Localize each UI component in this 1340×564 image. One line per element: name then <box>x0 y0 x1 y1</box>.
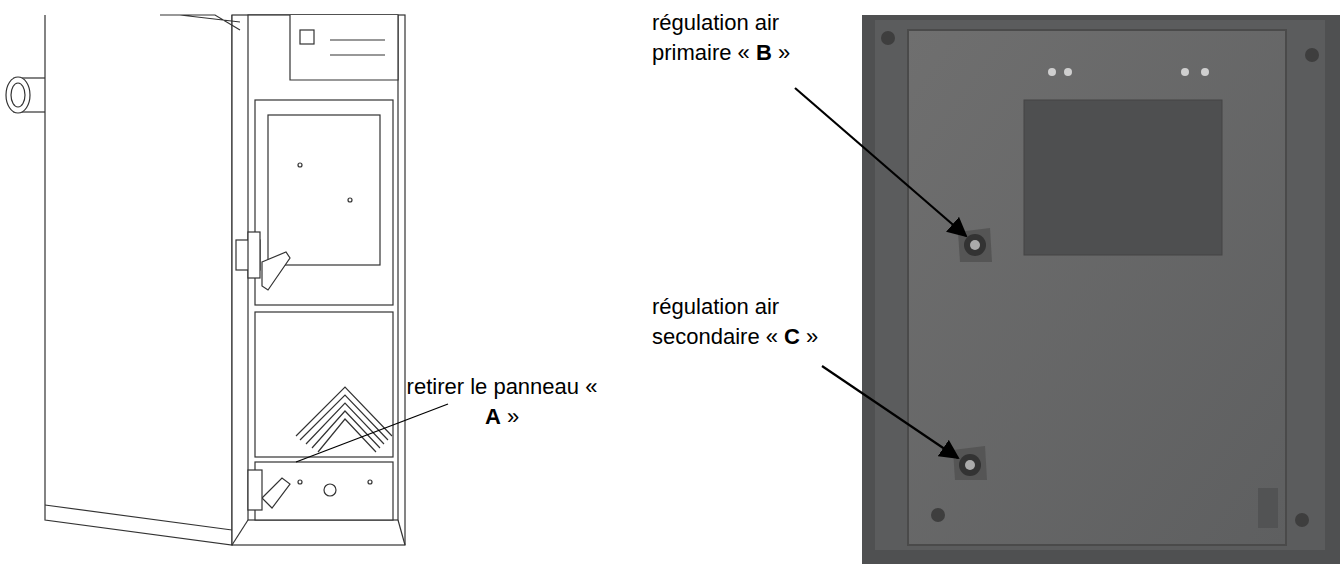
leader-arrow <box>822 366 958 458</box>
boiler-drawing <box>6 15 405 545</box>
callout-label: régulation air primaire « B » <box>652 8 817 68</box>
leader-arrow <box>795 88 966 236</box>
callout-label: retirer le panneau « A » <box>402 372 602 432</box>
callout-label: régulation air secondaire « C » <box>652 292 830 352</box>
leader-line <box>296 404 448 462</box>
door-photo <box>862 15 1340 564</box>
